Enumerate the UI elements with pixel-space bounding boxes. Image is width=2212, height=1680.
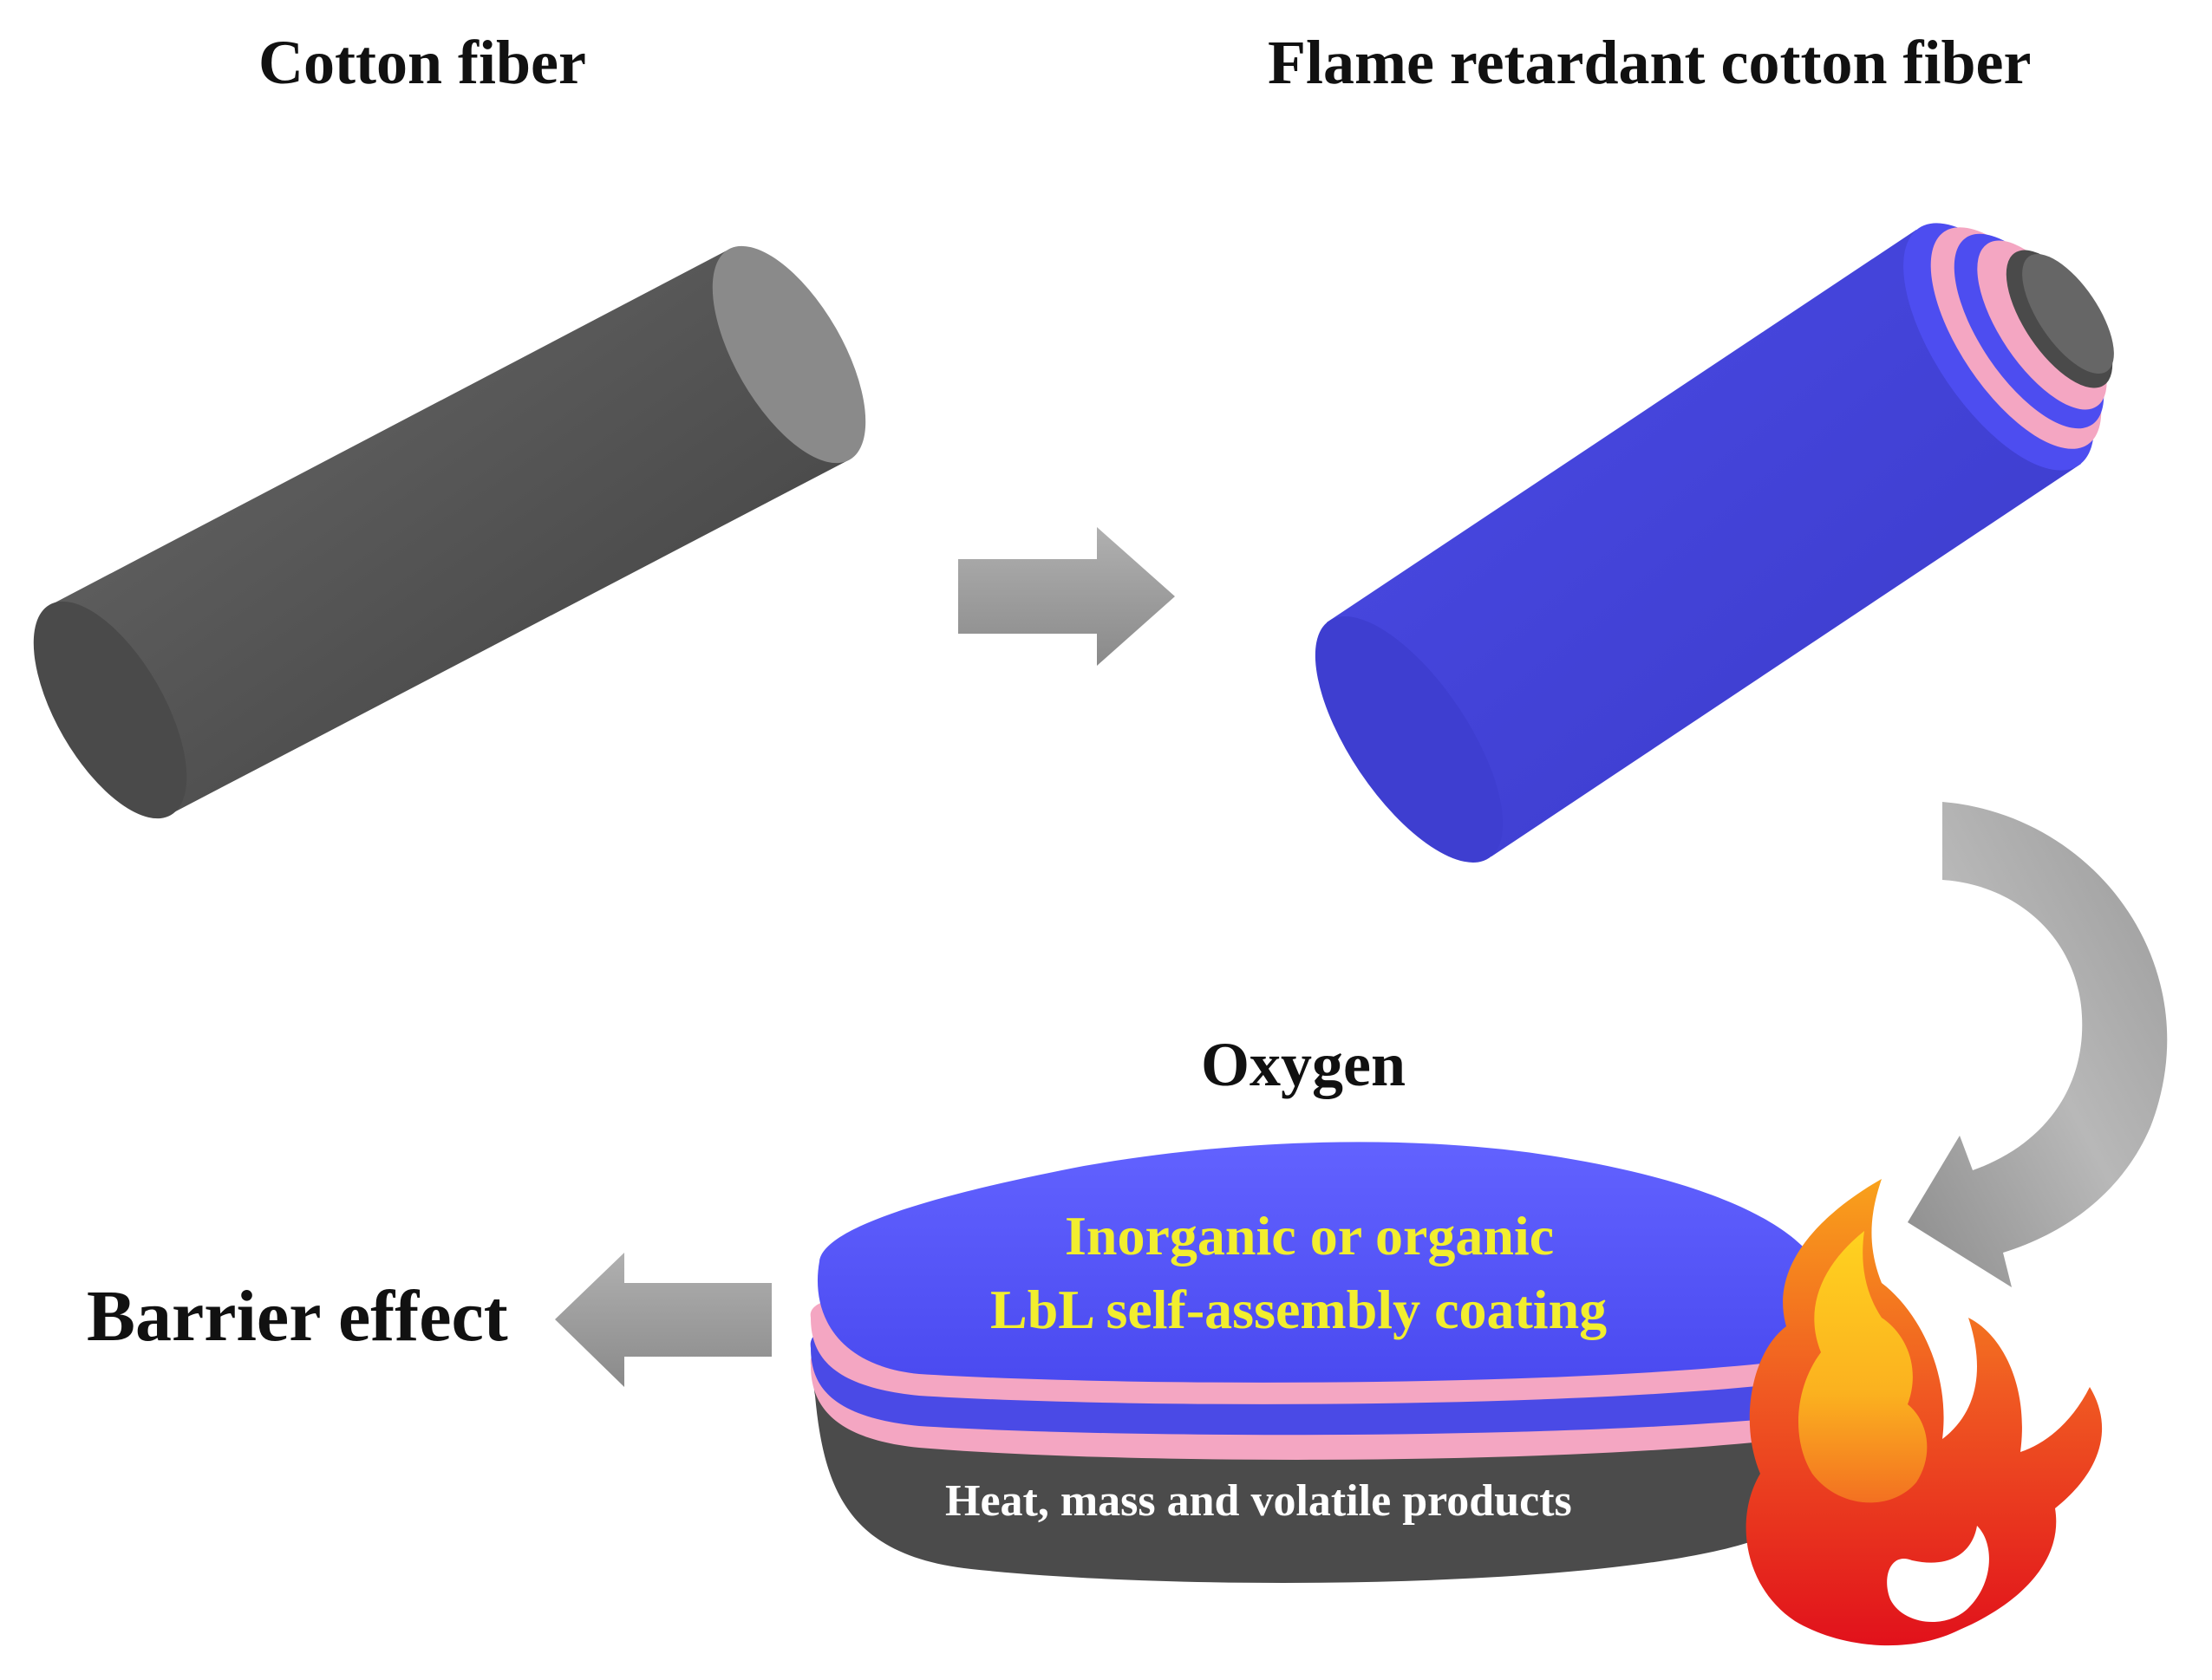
heat-products-label: Heat, mass and volatile products	[945, 1476, 1572, 1526]
flame-icon	[1745, 1179, 2103, 1646]
left-arrow-icon	[555, 1253, 772, 1387]
coating-label-line2: LbL self-assembly coating	[990, 1279, 1608, 1340]
barrier-effect-label: Barrier effect	[87, 1276, 508, 1357]
cotton-fiber-title: Cotton fiber	[258, 28, 586, 97]
flame-retardant-fiber-cylinder	[1315, 223, 2114, 863]
curved-arrow-icon	[1908, 802, 2168, 1287]
layered-coating-stack	[810, 1142, 1824, 1583]
right-arrow-icon	[958, 527, 1175, 666]
coating-label-line1: Inorganic or organic	[1065, 1205, 1555, 1267]
cotton-fiber-cylinder	[33, 245, 866, 819]
flame-retardant-fiber-title: Flame retardant cotton fiber	[1268, 28, 2032, 97]
oxygen-label: Oxygen	[1201, 1030, 1406, 1099]
